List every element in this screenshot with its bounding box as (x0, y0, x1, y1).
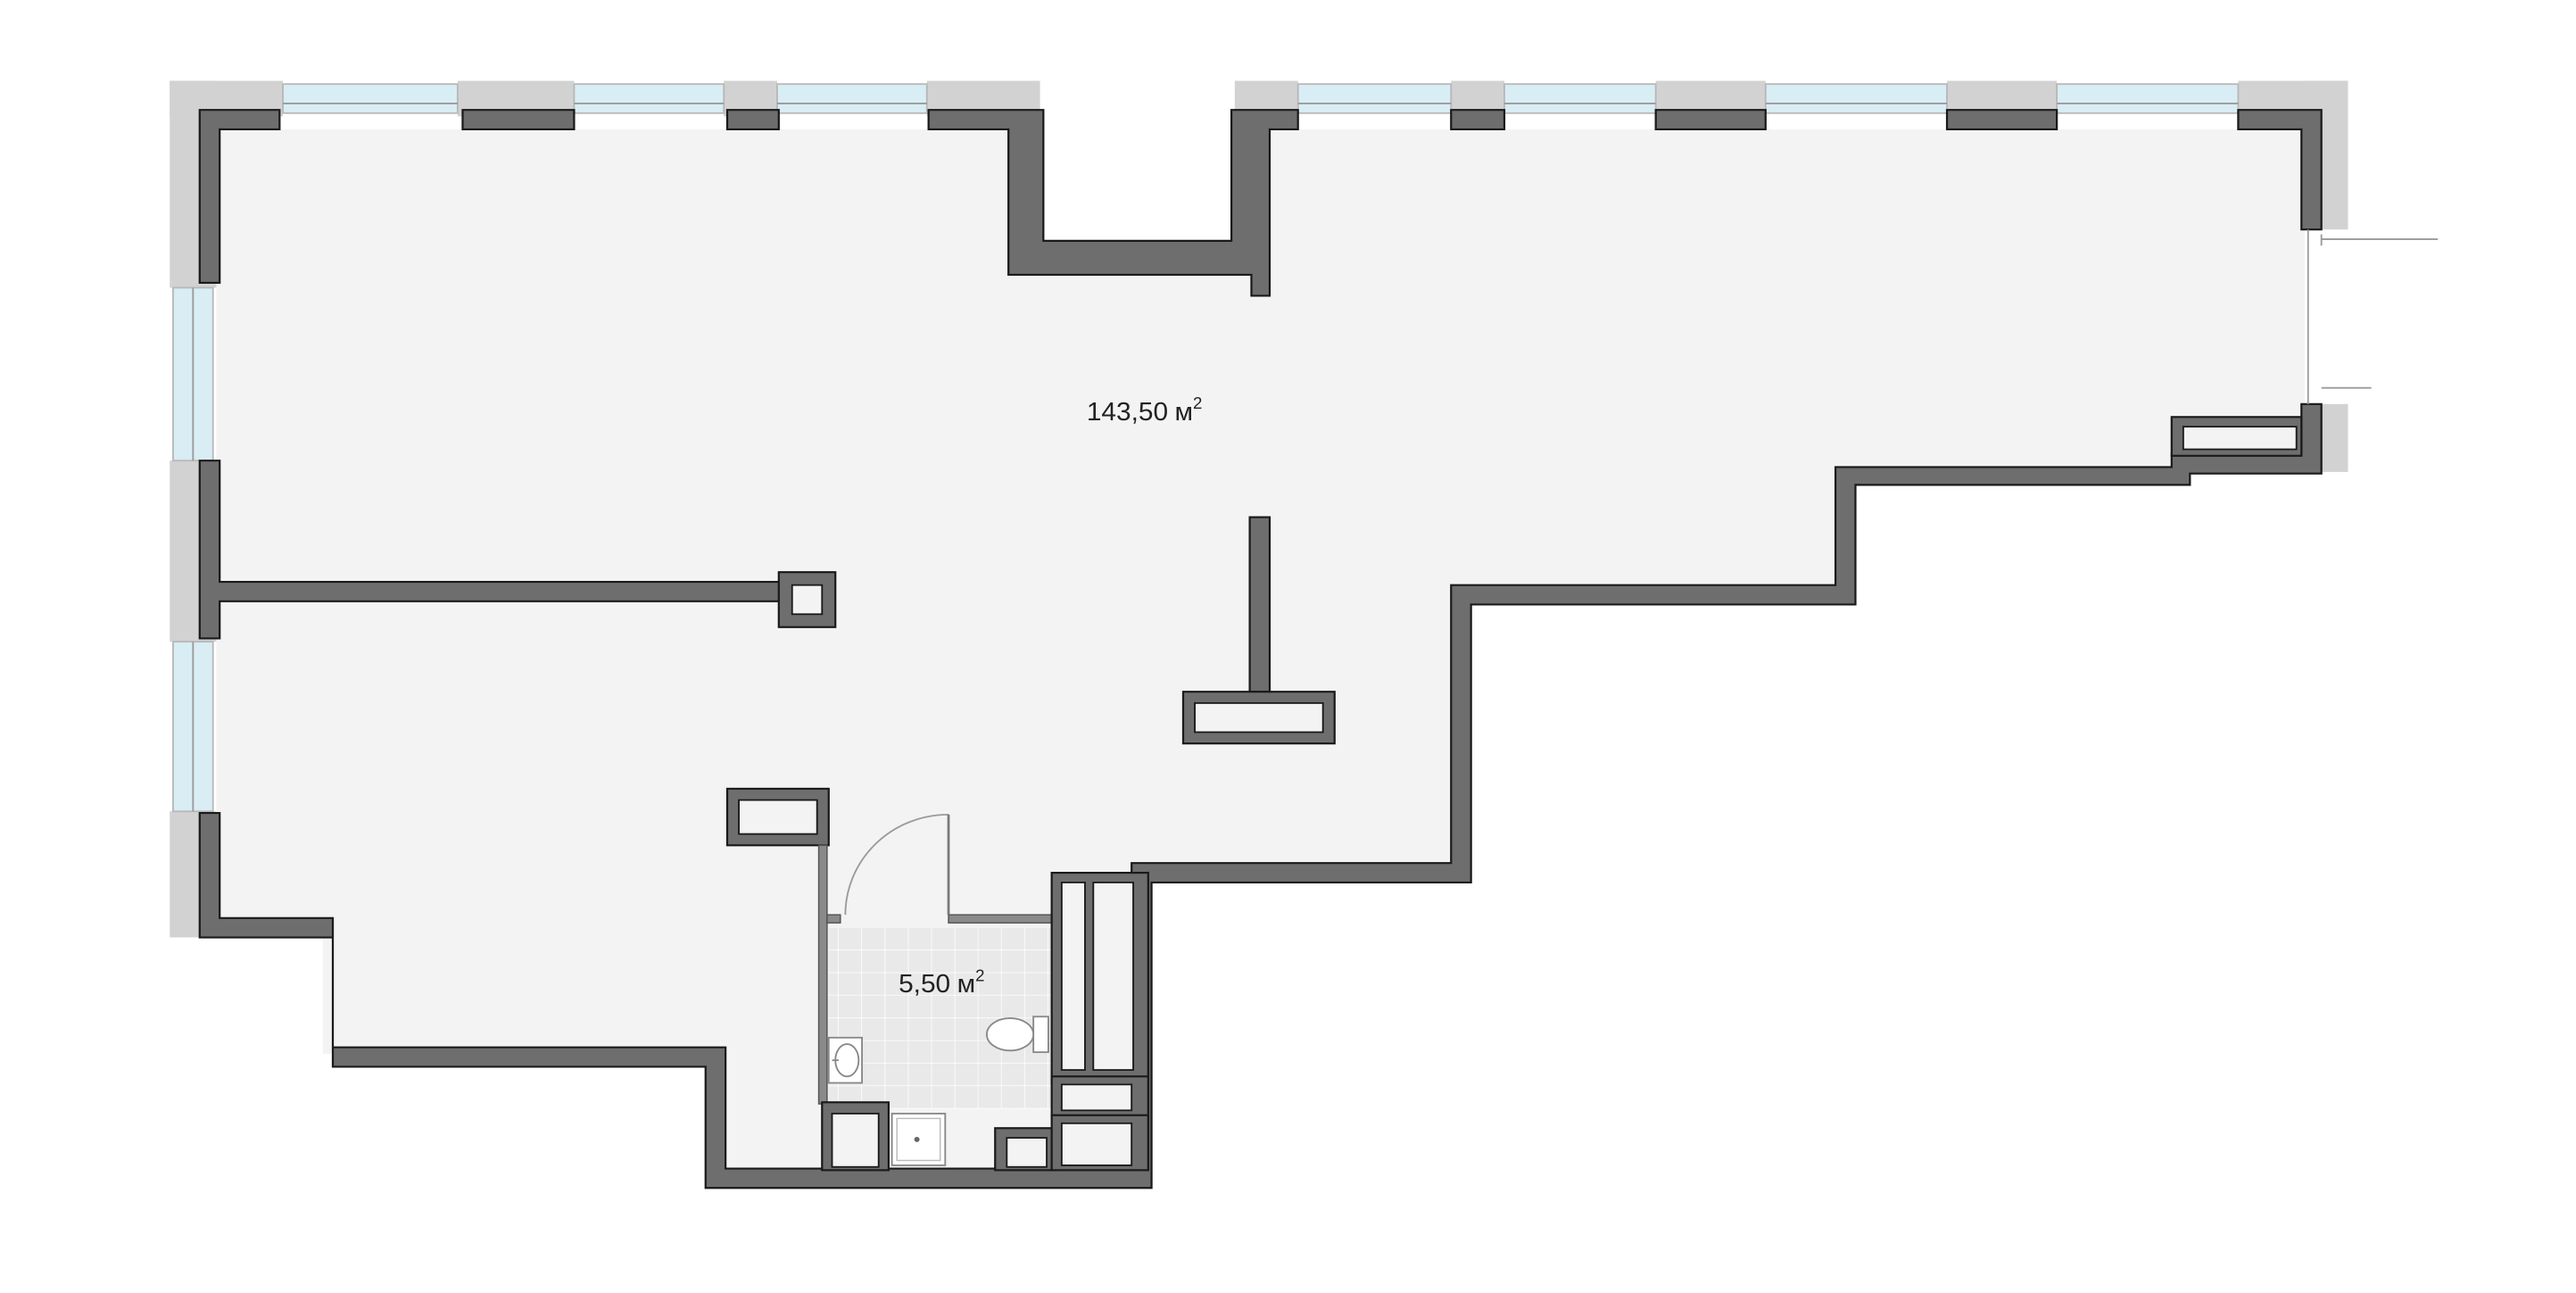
t-partition-stem (1248, 516, 1271, 693)
toilet-icon (986, 1015, 1049, 1054)
bathroom-door-swing (844, 813, 949, 916)
shower-tray (890, 1113, 947, 1166)
balcony-door (2307, 229, 2439, 404)
windows (172, 83, 2240, 813)
sink-icon (827, 1036, 863, 1084)
